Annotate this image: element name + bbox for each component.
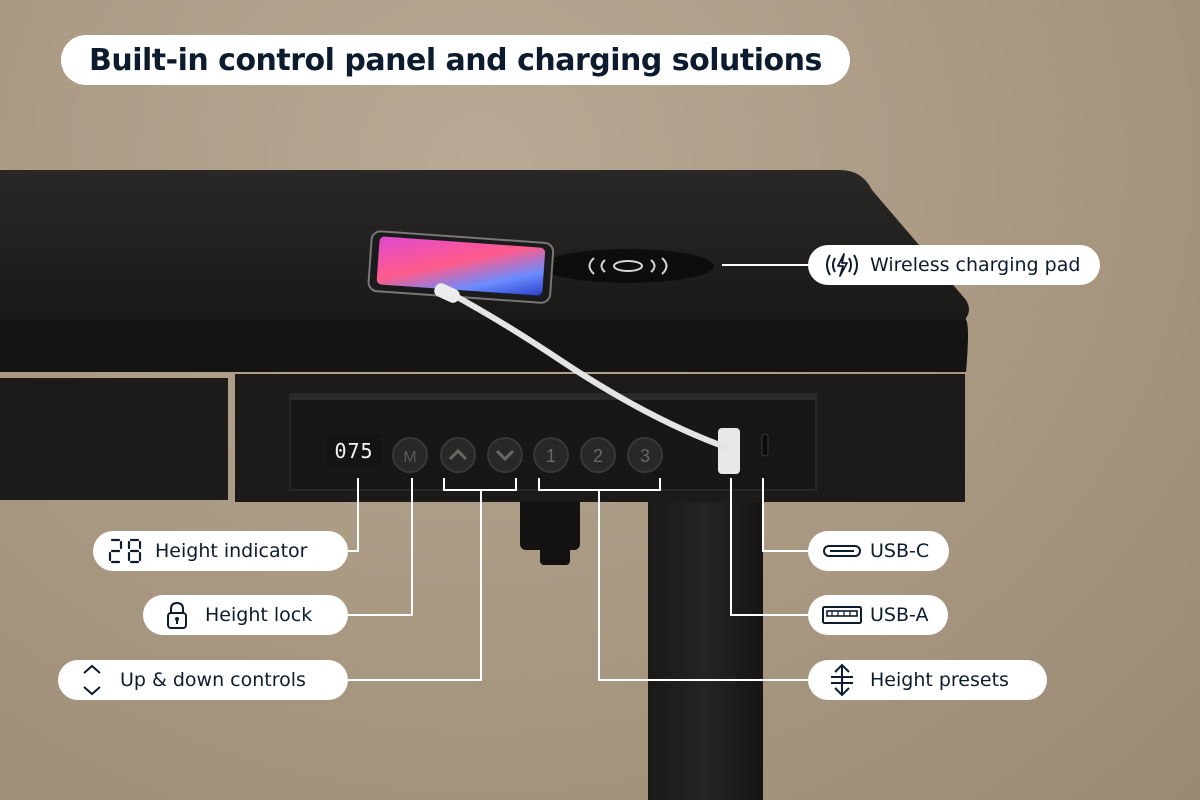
wireless-charging-icon [822, 251, 862, 279]
control-buttons: M 1 2 3 [392, 437, 663, 473]
charging-cable [445, 289, 731, 451]
usb-a-port[interactable] [718, 428, 740, 474]
usb-a-port-icon [822, 601, 862, 629]
up-down-controls-label: Up & down controls [120, 669, 306, 691]
height-lock-callout: Height lock [143, 595, 348, 635]
height-presets-label: Height presets [870, 669, 1009, 691]
memory-button-label: M [403, 449, 416, 466]
up-down-controls-callout: Up & down controls [58, 660, 348, 700]
desk-leg [648, 480, 763, 800]
height-indicator-label: Height indicator [155, 540, 308, 562]
preset-3-label: 3 [640, 446, 650, 466]
usb-c-port-icon [822, 537, 862, 565]
height-indicator-callout: Height indicator [93, 531, 348, 571]
wireless-charging-label: Wireless charging pad [870, 254, 1081, 276]
preset-1-button[interactable] [533, 437, 569, 473]
desk-edge [0, 320, 968, 372]
preset-3-button[interactable] [627, 437, 663, 473]
usb-c-callout: USB-C [808, 531, 950, 571]
segment-display-icon [107, 537, 147, 565]
chevron-up-icon [448, 448, 468, 461]
wireless-charging-callout: Wireless charging pad [808, 245, 1101, 285]
memory-button[interactable] [392, 437, 428, 473]
up-down-chevrons-icon [72, 664, 112, 696]
usb-a-callout: USB-A [808, 595, 949, 635]
up-button[interactable] [440, 437, 476, 473]
page-title: Built-in control panel and charging solu… [61, 35, 850, 85]
padlock-icon [157, 601, 197, 629]
height-presets-callout: Height presets [808, 660, 1047, 700]
usb-c-port[interactable] [761, 433, 769, 457]
usb-c-label: USB-C [870, 540, 930, 562]
height-lock-label: Height lock [205, 604, 313, 626]
motor-housing [520, 490, 580, 550]
preset-1-label: 1 [546, 446, 556, 466]
usb-a-label: USB-A [870, 604, 929, 626]
phone [367, 230, 555, 304]
height-display [326, 434, 382, 466]
wireless-charging-pad [542, 249, 714, 283]
down-button[interactable] [487, 437, 523, 473]
preset-2-button[interactable] [580, 437, 616, 473]
chevron-down-icon [495, 449, 515, 462]
display-readout: 075 [334, 439, 373, 463]
height-arrows-icon [822, 663, 862, 697]
preset-2-label: 2 [593, 446, 603, 466]
drawer [0, 378, 228, 500]
